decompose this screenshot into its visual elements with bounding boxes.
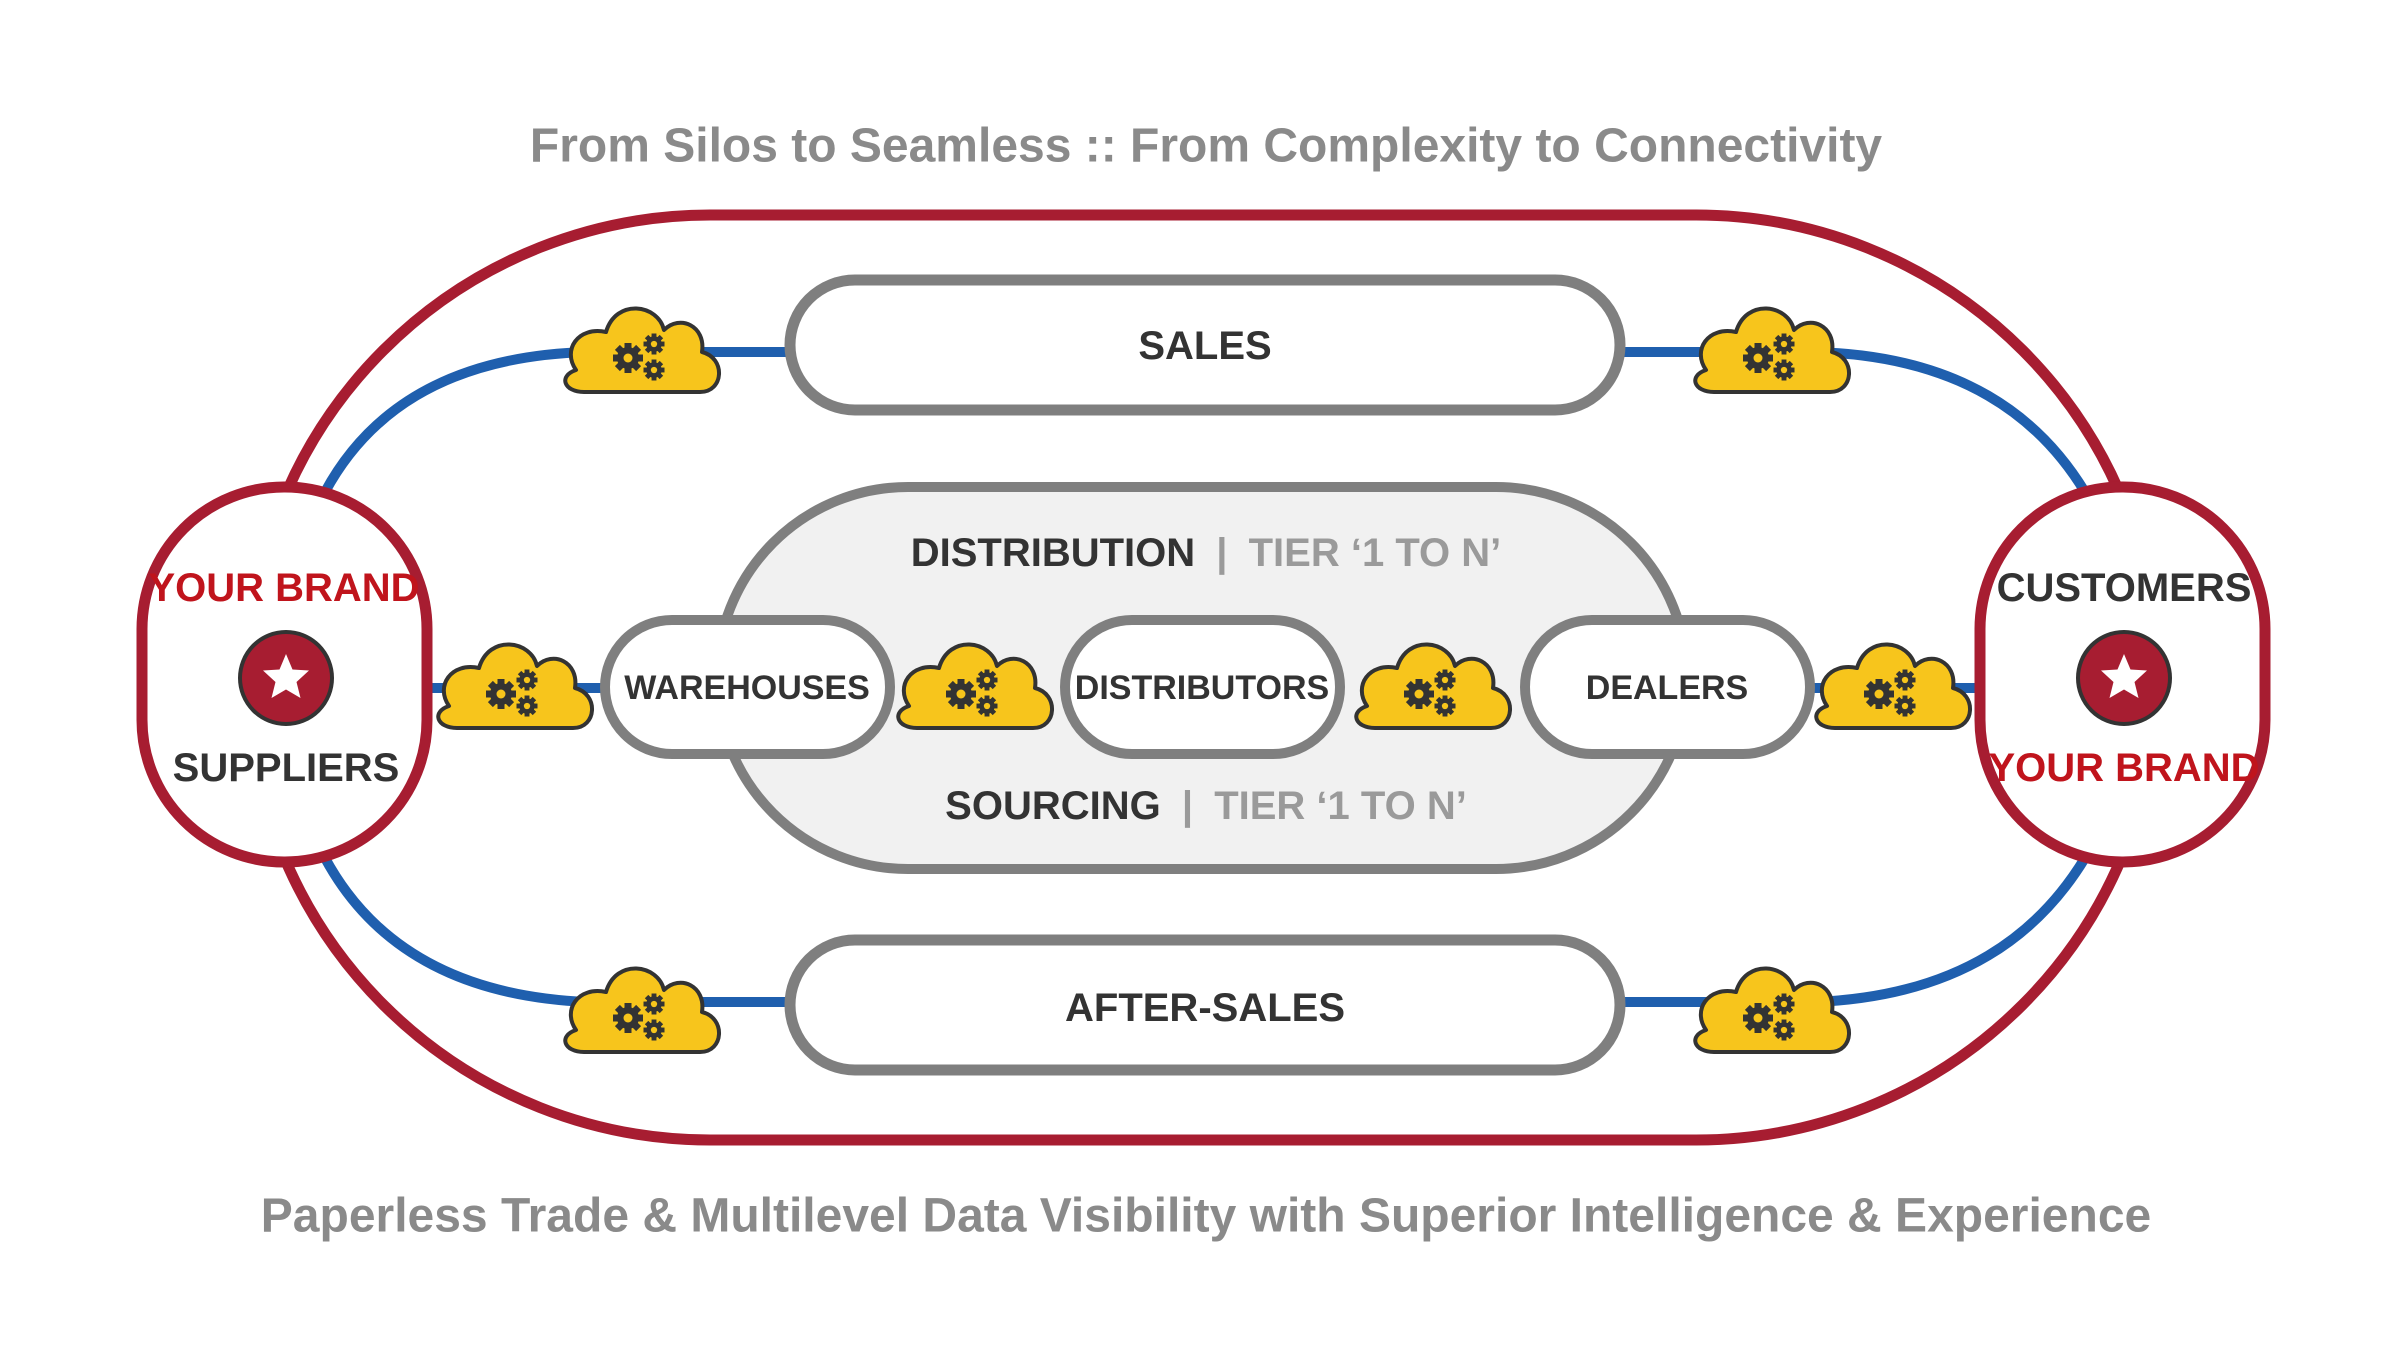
cloud-gear-icon — [438, 644, 592, 728]
diagram-footer: Paperless Trade & Multilevel Data Visibi… — [261, 1190, 2151, 1243]
distributors-label: DISTRIBUTORS — [1075, 669, 1329, 707]
sourcing-separator: | — [1182, 784, 1193, 828]
sourcing-heading: SOURCING | TIER ‘1 TO N’ — [945, 784, 1467, 828]
distribution-separator: | — [1216, 531, 1227, 575]
cloud-gear-icon — [1695, 308, 1849, 392]
right-node-bottom-label: YOUR BRAND — [1988, 746, 2259, 790]
after-sales-label: AFTER-SALES — [1065, 986, 1345, 1030]
star-badge-icon — [2076, 630, 2172, 726]
cloud-gear-icon — [565, 308, 719, 392]
sales-label: SALES — [1138, 324, 1271, 368]
warehouses-box — [600, 615, 895, 759]
after-sales-box — [784, 934, 1626, 1076]
dealers-box — [1520, 615, 1815, 759]
diagram-title: From Silos to Seamless :: From Complexit… — [530, 120, 1883, 173]
sourcing-tier: TIER ‘1 TO N’ — [1214, 784, 1467, 828]
distribution-heading: DISTRIBUTION | TIER ‘1 TO N’ — [911, 531, 1502, 575]
left-node-top-label: YOUR BRAND — [148, 566, 419, 610]
star-badge-icon — [238, 630, 334, 726]
distributors-box — [1060, 615, 1345, 759]
cloud-gear-icon — [565, 968, 719, 1052]
sourcing-label: SOURCING — [945, 784, 1161, 828]
left-node-bottom-label: SUPPLIERS — [173, 746, 400, 790]
distribution-label: DISTRIBUTION — [911, 531, 1195, 575]
cloud-gear-icon — [1695, 968, 1849, 1052]
dealers-label: DEALERS — [1586, 669, 1748, 707]
right-node-top-label: CUSTOMERS — [1997, 566, 2252, 610]
cloud-gear-icon — [1816, 644, 1970, 728]
distribution-tier: TIER ‘1 TO N’ — [1249, 531, 1502, 575]
warehouses-label: WAREHOUSES — [624, 669, 870, 707]
sales-box — [784, 274, 1626, 416]
